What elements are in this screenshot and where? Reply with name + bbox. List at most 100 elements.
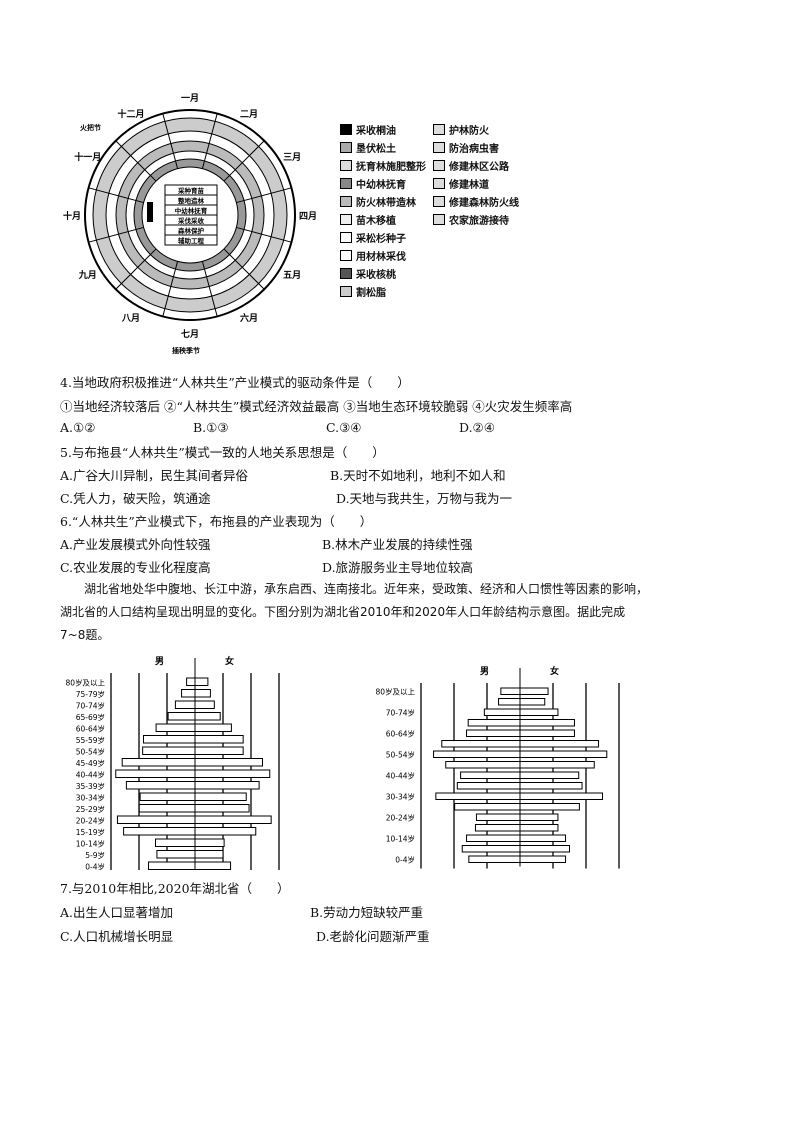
q6-option-c: C.农业发展的专业化程度高 [60,560,211,575]
legend-swatch-icon [433,178,445,189]
legend-swatch-icon [433,142,445,153]
legend-item: 苗木移植 [340,212,396,227]
male-bar [125,781,196,790]
female-bar [194,758,263,767]
female-bar [519,687,549,695]
age-label: 45-49岁 [76,758,105,768]
female-bar [194,838,225,847]
male-bar [441,740,521,748]
question-4-stem: 4.当地政府积极推进“人林共生”产业模式的驱动条件是（ ） [60,375,410,390]
age-label: 60-64岁 [76,724,105,734]
male-bar [460,771,521,779]
female-label: 女 [550,665,559,677]
center-row-label: 整地造林 [178,196,205,205]
month-divider [162,261,179,317]
legend-swatch-icon [433,196,445,207]
legend-label: 用材林采伐 [356,252,406,263]
female-bar [519,771,580,779]
legend-swatch-icon [340,286,352,297]
q6-option-b: B.林木产业发展的持续性强 [322,537,473,552]
legend-swatch-icon [340,142,352,153]
female-bar [194,815,272,824]
age-label: 55-59岁 [76,735,105,745]
month-label: 八月 [121,313,140,324]
female-bar [194,700,215,709]
male-label: 男 [480,666,489,677]
male-bar [138,804,196,813]
legend-label: 防治病虫害 [449,144,499,155]
legend-label: 苗木移植 [356,216,396,227]
female-bar [194,746,244,755]
age-label: 40-44岁 [76,770,105,780]
passage-line-1: 湖北省地处华中腹地、长江中游，承东启西、连南接北。近年来，受政策、经济和人口惯性… [84,582,649,596]
legend-item: 采收桐油 [340,122,396,137]
female-bar [519,729,575,737]
month-divider [115,140,157,182]
female-bar [194,850,224,859]
male-bar [466,729,521,737]
center-row-label: 采种育苗 [178,186,205,195]
tung-oil-mark [147,202,153,222]
month-label: 四月 [299,211,317,222]
male-bar [466,834,521,842]
q7-option-c: C.人口机械增长明显 [60,929,174,944]
legend-item: 用材林采伐 [340,248,406,263]
male-bar [148,861,196,870]
female-bar [519,750,608,758]
female-bar [519,845,570,853]
month-divider [201,261,218,317]
female-bar [519,740,600,748]
female-bar [519,761,595,769]
month-label: 三月 [283,152,301,163]
female-bar [519,855,567,863]
age-label: 0-4岁 [85,862,105,871]
legend-item: 防治病虫害 [433,140,499,155]
month-label: 二月 [240,109,258,120]
male-bar [468,855,521,863]
legend-item: 修建林区公路 [433,158,509,173]
month-divider [236,226,292,243]
legend-label: 修建林道 [449,180,489,191]
question-4-statements: ①当地经济较落后 ②“人林共生”模式经济效益最高 ③当地生态环境较脆弱 ④火灾发… [60,399,573,414]
q4-option-a: A.①② [60,420,96,435]
female-bar [519,813,559,821]
age-label: 20-24岁 [386,813,415,823]
q6-option-d: D.旅游服务业主导地位较高 [322,560,474,575]
q5-option-a: A.广谷大川异制，民生其间者异俗 [60,468,249,483]
month-divider [223,140,265,182]
legend-swatch-icon [340,124,352,135]
female-bar [194,723,232,732]
male-bar [155,723,196,732]
male-bar [433,750,521,758]
month-label: 六月 [240,312,258,324]
legend-label: 护林防火 [449,126,489,137]
male-bar [123,827,196,836]
female-bar [519,708,559,716]
legend-swatch-icon [433,214,445,225]
legend-label: 垦伏松土 [356,144,396,155]
male-bar [174,700,196,709]
female-bar [519,824,559,832]
legend-item: 垦伏松土 [340,140,396,155]
female-bar [519,782,583,790]
pyramid-2020: 男女3 000 0002 000 0001 000 00001 000 0002… [375,665,620,869]
q6-option-a: A.产业发展模式外向性较强 [60,537,211,552]
male-bar [435,792,521,800]
month-divider [115,248,157,290]
age-label: 15-19岁 [76,827,105,837]
pyramid-2010: 男女3 000 0002 000 0001 000 00001 000 0002… [65,655,280,871]
q4-option-b: B.①③ [193,420,229,435]
female-bar [194,781,260,790]
female-bar [194,804,250,813]
month-divider [223,248,265,290]
female-bar [194,769,271,778]
age-label: 75-79岁 [76,689,105,699]
male-bar [167,712,196,721]
legend-item: 中幼林抚育 [340,176,406,191]
q5-option-c: C.凭人力，破天险，筑通途 [60,491,211,506]
q7-option-b: B.劳动力短缺较严重 [310,905,424,920]
legend-swatch-icon [340,160,352,171]
age-label: 70-74岁 [386,708,415,718]
female-label: 女 [225,655,234,667]
legend-label: 采收核桃 [356,270,396,281]
